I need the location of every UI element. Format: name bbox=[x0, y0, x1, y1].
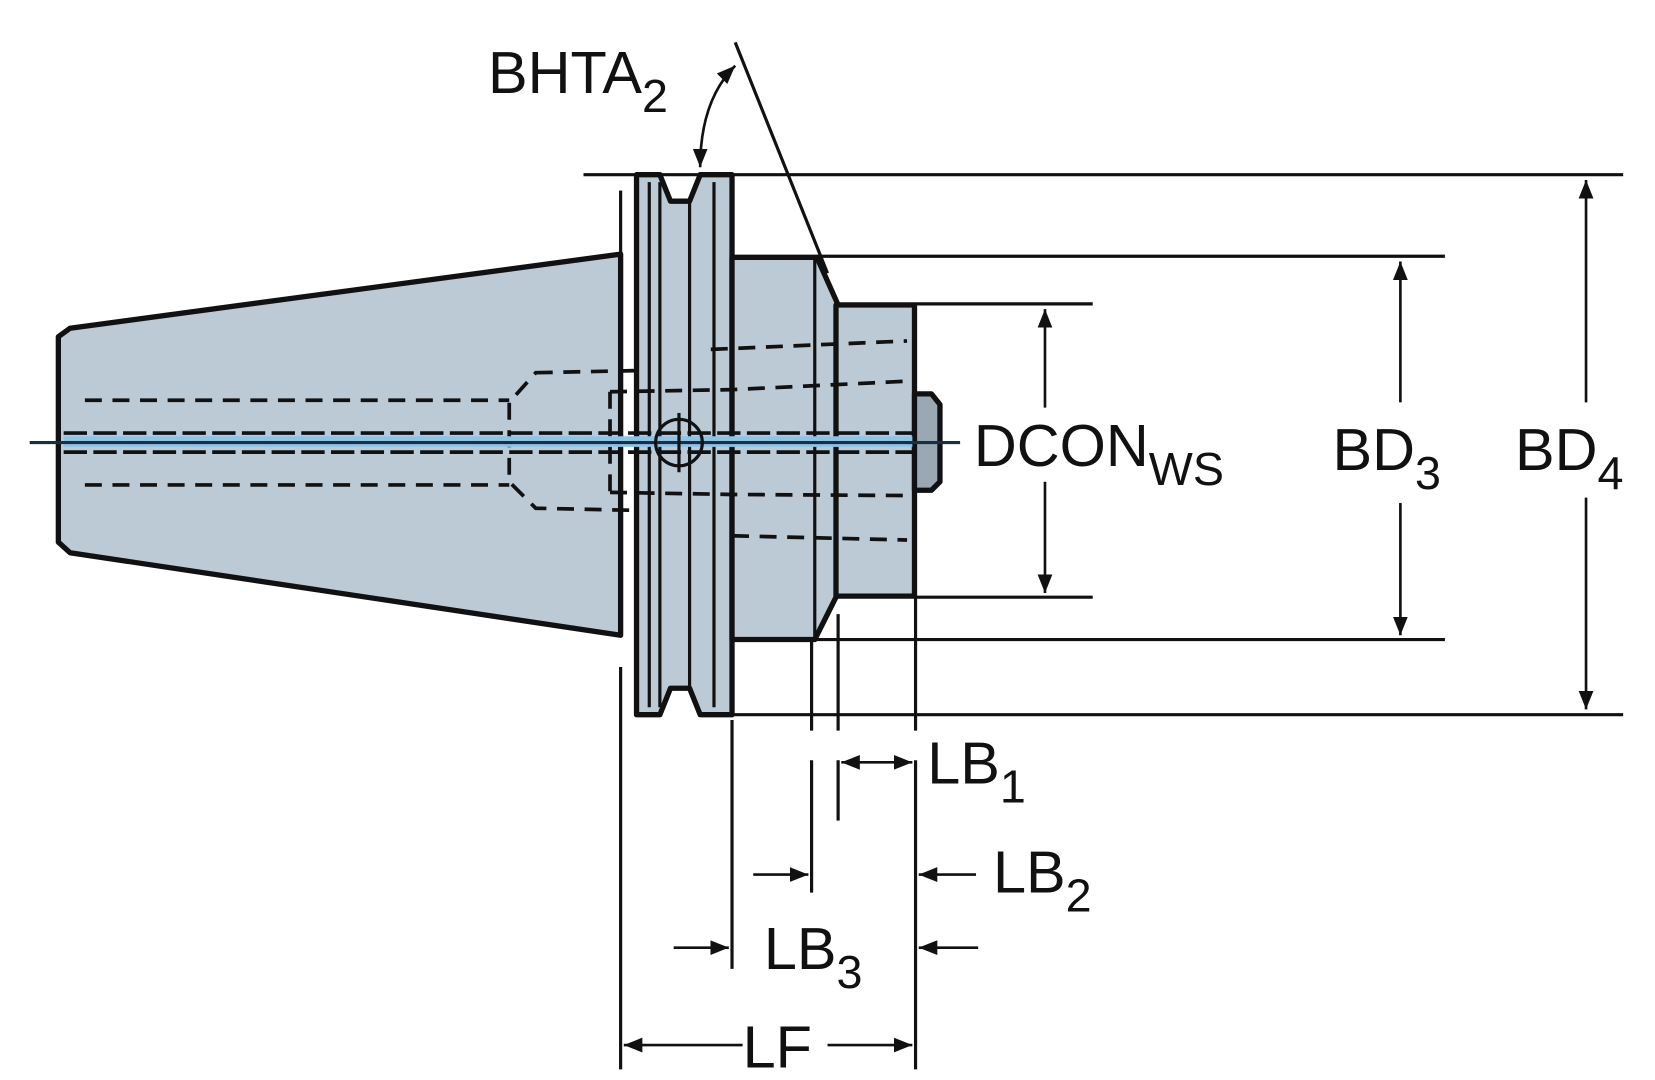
label-lf: LF bbox=[743, 1013, 812, 1080]
hidden-line bbox=[609, 490, 908, 498]
bhta-angle-arc bbox=[692, 64, 737, 168]
label-bd4: BD4 bbox=[1515, 416, 1623, 499]
hidden-line bbox=[731, 533, 908, 542]
label-bhta: BHTA2 bbox=[488, 39, 668, 122]
label-bd3: BD3 bbox=[1332, 416, 1440, 499]
label-lb1: LB1 bbox=[927, 730, 1026, 813]
label-lb3: LB3 bbox=[764, 915, 863, 998]
hidden-line bbox=[710, 339, 908, 352]
label-lb2: LB2 bbox=[993, 839, 1092, 922]
bhta-reference-line bbox=[733, 41, 829, 274]
adapter-body bbox=[729, 254, 841, 643]
label-dcon: DCONWS bbox=[974, 412, 1224, 495]
hidden-line bbox=[507, 368, 639, 513]
hidden-line bbox=[609, 379, 908, 394]
